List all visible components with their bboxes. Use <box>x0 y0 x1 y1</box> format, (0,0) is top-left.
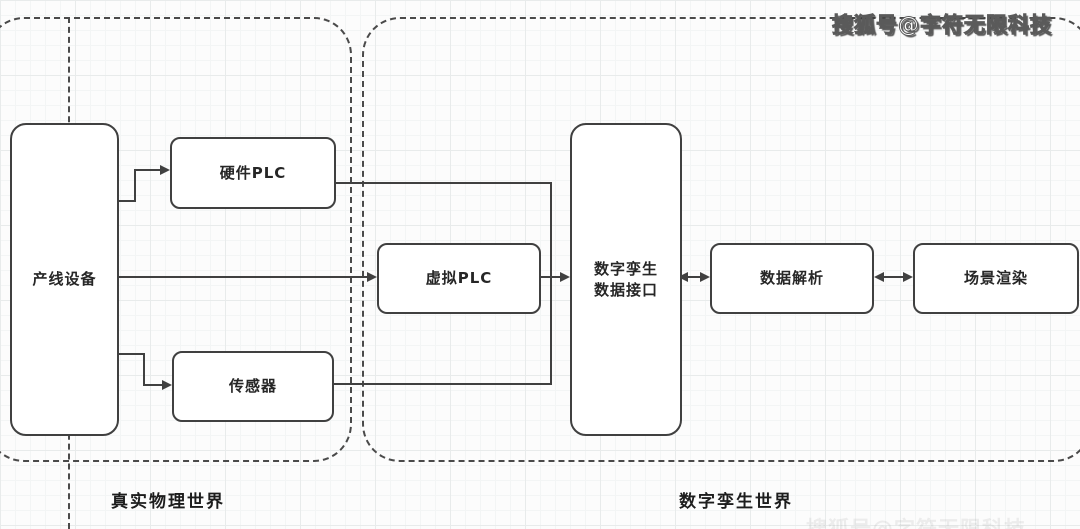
edge-merge-vertical <box>550 182 552 385</box>
node-data-parsing-label: 数据解析 <box>759 269 824 287</box>
node-scene-rendering-label: 场景渲染 <box>963 269 1028 287</box>
region-label-physical-world: 真实物理世界 <box>111 492 225 512</box>
node-production-line: 产线设备 <box>10 123 119 436</box>
edge-parsing-rendering <box>881 276 905 278</box>
edge-prodline-sensor-seg1 <box>115 353 145 355</box>
node-sensor-label: 传感器 <box>228 377 277 395</box>
edge-hwplc-merge <box>332 182 552 184</box>
sohu-watermark-top: 搜狐号@字符无限科技 <box>832 13 1052 38</box>
node-scene-rendering: 场景渲染 <box>913 243 1079 314</box>
node-data-parsing: 数据解析 <box>710 243 874 314</box>
edge-prodline-hwplc-seg3 <box>134 169 161 171</box>
region-label-digital-twin-world: 数字孪生世界 <box>679 492 793 512</box>
arrowhead-into-interface-back <box>678 272 688 282</box>
arrowhead-into-rendering <box>903 272 913 282</box>
edge-virtualplc-interface <box>537 276 561 278</box>
node-hardware-plc-label: 硬件PLC <box>219 163 287 182</box>
edge-sensor-merge <box>330 383 552 385</box>
edge-prodline-sensor-seg2 <box>143 353 145 386</box>
arrowhead-into-hardware-plc <box>160 165 170 175</box>
sohu-watermark-bottom: 搜狐号@字符无限科技 <box>806 517 1026 529</box>
edge-prodline-hwplc-seg2 <box>134 169 136 202</box>
region-digital-twin-world <box>362 17 1080 462</box>
region-physical-world <box>0 17 352 462</box>
node-sensor: 传感器 <box>172 351 334 422</box>
arrowhead-into-parsing-back <box>874 272 884 282</box>
node-hardware-plc: 硬件PLC <box>170 137 336 209</box>
arrowhead-into-interface <box>560 272 570 282</box>
node-virtual-plc-label: 虚拟PLC <box>425 269 493 287</box>
node-dt-data-interface: 数字孪生 数据接口 <box>570 123 682 436</box>
edge-prodline-virtualplc <box>115 276 369 278</box>
arrowhead-into-sensor <box>162 380 172 390</box>
arrowhead-into-virtual-plc <box>367 272 377 282</box>
arrowhead-into-parsing <box>700 272 710 282</box>
node-dt-data-interface-line1: 数字孪生 <box>593 259 658 278</box>
edge-interface-parsing <box>685 276 703 278</box>
node-virtual-plc: 虚拟PLC <box>377 243 541 314</box>
edge-prodline-hwplc-seg1 <box>115 200 136 202</box>
node-dt-data-interface-line2: 数据接口 <box>593 280 658 299</box>
node-production-line-label: 产线设备 <box>32 270 97 288</box>
edge-prodline-sensor-seg3 <box>143 384 164 386</box>
